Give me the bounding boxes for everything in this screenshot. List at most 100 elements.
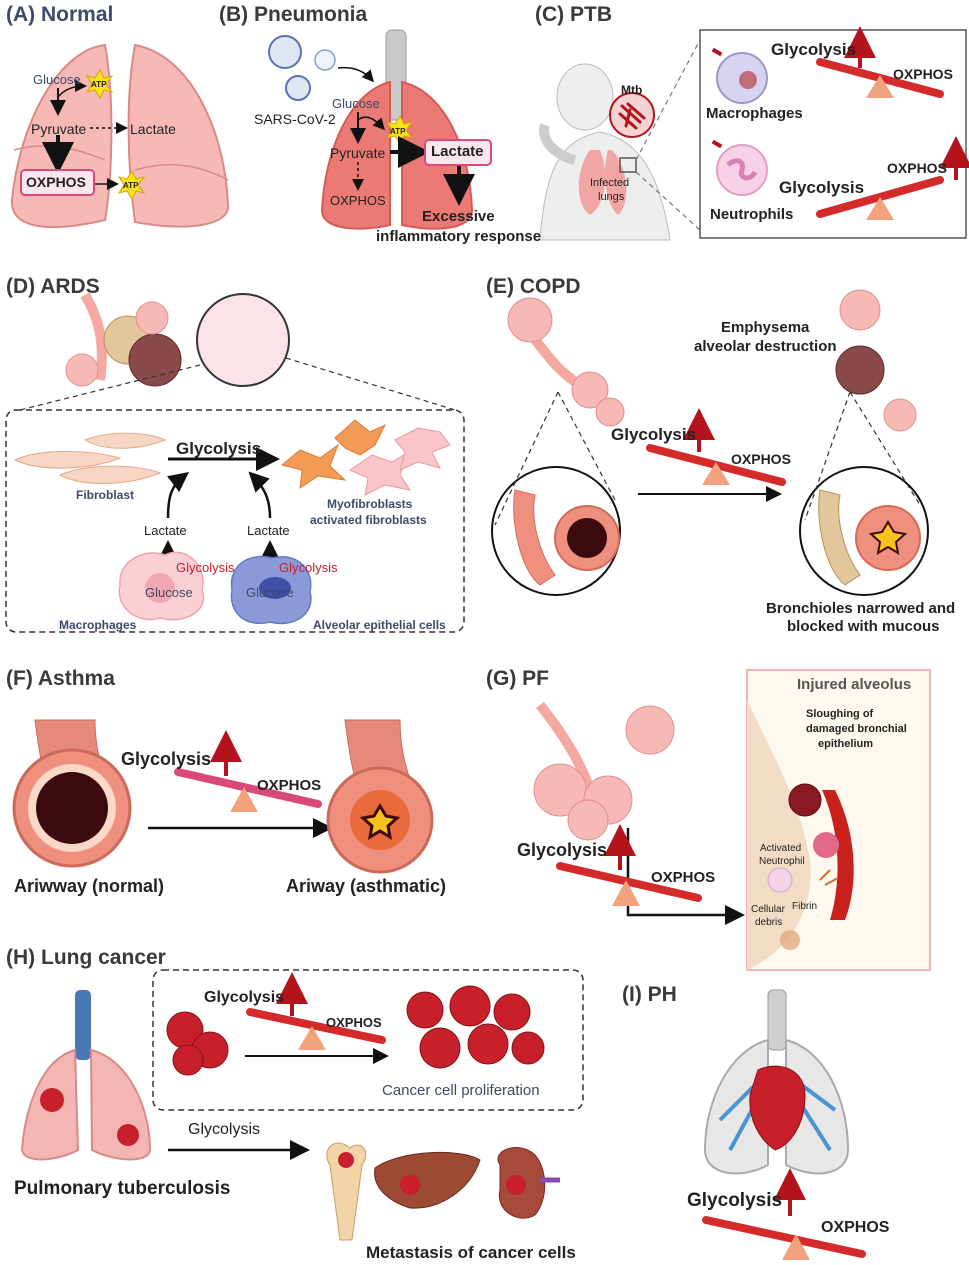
seesaw-e xyxy=(646,444,786,486)
sars-cov-2-virus xyxy=(268,35,336,101)
cancer-lungs xyxy=(20,990,152,1161)
panel-b-title: (B) Pneumonia xyxy=(219,3,368,26)
atp-label-a1: ATP xyxy=(91,80,107,89)
arrow-glucose-atp-b xyxy=(357,116,386,131)
arrow-glucose-atp-a xyxy=(57,80,87,98)
macrophage-cell-c xyxy=(711,47,768,104)
injured-alveolus-illustration xyxy=(747,700,854,970)
oxphos-label-c1: OXPHOS xyxy=(893,66,953,82)
fibroblast-cells xyxy=(13,432,167,484)
sloughing-label-l2: damaged bronchial xyxy=(806,723,907,735)
seesaw-c2 xyxy=(816,176,944,220)
injured-alveolus-label: Injured alveolus xyxy=(797,676,912,693)
bronchioles-label-l2: blocked with mucous xyxy=(787,618,940,635)
myofibroblasts-label-l1: Myofibroblasts xyxy=(327,497,413,511)
response-label-l1: Excessive xyxy=(422,208,495,225)
narrowed-bronchiole xyxy=(818,489,921,586)
seesaw-i xyxy=(702,1216,866,1260)
oxphos-label-h: OXPHOS xyxy=(326,1015,382,1030)
airway-normal-label: Ariwway (normal) xyxy=(14,876,165,896)
glycolysis-label-f: Glycolysis xyxy=(121,749,212,769)
atp-star-a2 xyxy=(117,169,146,201)
glycolysis-label-c1: Glycolysis xyxy=(771,40,857,59)
copd-zoom-line-left-b xyxy=(557,391,616,501)
sars-cov-2-label: SARS-CoV-2 xyxy=(254,111,336,127)
panel-c-title: (C) PTB xyxy=(535,3,612,26)
ards-zoom-circle xyxy=(196,293,290,387)
mtb-bacteria-inset xyxy=(609,92,655,138)
glycolysis-label-i: Glycolysis xyxy=(687,1190,783,1211)
glycolysis-label-d1: Glycolysis xyxy=(176,560,235,575)
glycolysis-label-c2: Glycolysis xyxy=(779,178,865,197)
arrow-virus-lungs xyxy=(337,66,374,83)
arrow-lactate-fibro-d1 xyxy=(166,471,189,519)
normal-airway xyxy=(12,719,132,868)
fibrin-label: Fibrin xyxy=(792,901,818,912)
copd-zoom-line-right-a xyxy=(804,391,851,521)
copd-zoom-line-right-b xyxy=(849,391,921,506)
sloughing-label-l3: epithelium xyxy=(818,738,874,750)
lactate-label-d1: Lactate xyxy=(144,523,187,538)
neutrophils-label-c: Neutrophils xyxy=(710,206,794,223)
myofibroblasts-label-l2: activated fibroblasts xyxy=(310,513,427,527)
ards-zoom-line-right xyxy=(285,357,456,411)
tumor-cluster-large xyxy=(406,985,545,1069)
neutrophil-cell-c xyxy=(711,139,768,196)
oxphos-label-e: OXPHOS xyxy=(731,451,791,467)
oxphos-label-c2: OXPHOS xyxy=(887,160,947,176)
lactate-label-d2: Lactate xyxy=(247,523,290,538)
activated-label-l2: Neutrophil xyxy=(759,856,805,867)
glycolysis-label-h-arrow: Glycolysis xyxy=(188,1121,261,1138)
bone-metastasis xyxy=(326,1142,367,1241)
panel-e-title: (E) COPD xyxy=(486,275,581,298)
panel-i-title: (I) PH xyxy=(622,983,677,1006)
copd-zoom-line-left-a xyxy=(494,391,559,526)
infected-label-l1: Infected xyxy=(590,177,630,189)
glucose-label-d1: Glucose xyxy=(145,585,193,600)
liver-metastasis xyxy=(374,1152,481,1209)
panel-g-title: (G) PF xyxy=(486,667,549,690)
tumor-cluster-small xyxy=(166,1011,229,1076)
kidney-metastasis xyxy=(497,1147,560,1219)
glucose-label-a: Glucose xyxy=(33,72,81,87)
sloughing-label-l1: Sloughing of xyxy=(806,708,874,720)
bronchioles-label-l1: Bronchioles narrowed and xyxy=(766,600,956,617)
macrophages-label-d: Macrophages xyxy=(59,618,137,632)
ards-zoom-line-left xyxy=(19,364,201,411)
pyruvate-label-a: Pyruvate xyxy=(31,121,87,137)
oxphos-box-a xyxy=(20,169,95,196)
airway-asthmatic-label: Ariway (asthmatic) xyxy=(286,876,447,896)
infected-label-l2: lungs xyxy=(598,191,625,203)
asthmatic-airway xyxy=(326,719,434,874)
metastasis-label: Metastasis of cancer cells xyxy=(366,1243,576,1262)
macrophage-cell-d xyxy=(118,551,205,621)
glycolysis-label-e: Glycolysis xyxy=(611,425,697,444)
seesaw-c1 xyxy=(816,58,944,98)
zoom-line-c-top xyxy=(635,39,701,161)
emphysema-label-l2: alveolar destruction xyxy=(694,338,837,355)
atp-label-a2: ATP xyxy=(123,181,139,190)
atp-label-b: ATP xyxy=(390,127,406,136)
infected-region-marker xyxy=(619,157,637,173)
coughing-person xyxy=(539,63,671,241)
arrow-lactate-fibro-d2 xyxy=(248,471,272,519)
lactate-label-a: Lactate xyxy=(130,121,176,137)
panel-a-title: (A) Normal xyxy=(6,3,114,26)
panel-d-title: (D) ARDS xyxy=(6,275,100,298)
panel-f-title: (F) Asthma xyxy=(6,667,115,690)
ph-lungs-heart xyxy=(703,989,850,1175)
alveolar-cells-label: Alveolar epithelial cells xyxy=(313,618,446,632)
glycolysis-label-d-main: Glycolysis xyxy=(176,439,262,458)
cancer-proliferation-label: Cancer cell proliferation xyxy=(382,1082,540,1099)
mtb-label: Mtb xyxy=(621,83,643,97)
panel-h-title: (H) Lung cancer xyxy=(6,946,166,969)
glycolysis-label-d2: Glycolysis xyxy=(279,560,338,575)
lactate-box-b xyxy=(424,139,492,166)
response-label-l2: inflammatory response xyxy=(376,228,542,245)
seesaw-f xyxy=(174,768,322,812)
oxphos-label-b: OXPHOS xyxy=(330,193,386,208)
cellular-debris-label-l1: Cellular xyxy=(751,904,785,915)
activated-label-l1: Activated xyxy=(760,843,802,854)
glucose-label-d2: Glucose xyxy=(246,585,294,600)
glucose-label-b: Glucose xyxy=(332,96,380,111)
